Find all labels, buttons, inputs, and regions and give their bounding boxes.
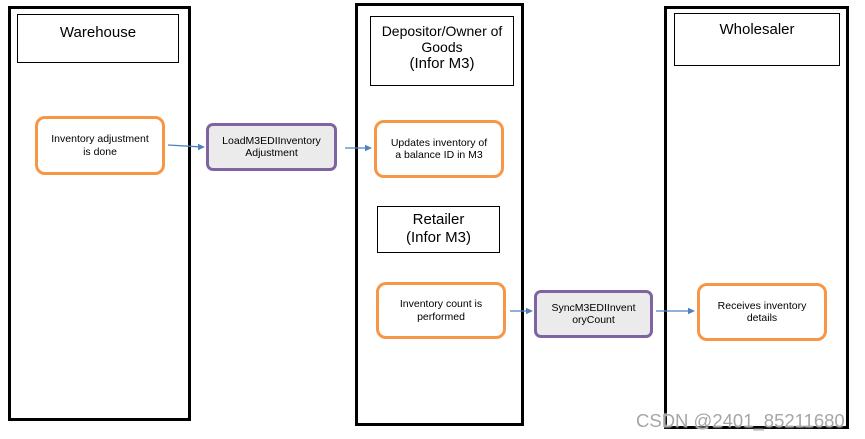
step-text-line: Updates inventory of — [390, 136, 488, 149]
retailer-header-text: Retailer — [412, 211, 465, 228]
wholesaler-lane: Wholesaler Receives inventory details — [664, 6, 849, 429]
step-text-line: performed — [417, 310, 465, 323]
depositor-header-line: Goods — [421, 39, 463, 55]
update-inventory-step: Updates inventory of a balance ID in M3 — [374, 120, 504, 178]
step-text-line: Receives inventory — [717, 299, 807, 312]
arrowhead — [526, 307, 533, 315]
step-text-line: Inventory adjustment — [51, 133, 149, 145]
interface-text-line: SyncM3EDIInvent — [551, 301, 636, 314]
depositor-system-label: (Infor M3) — [409, 55, 475, 72]
load-inventory-adjustment-interface: LoadM3EDIInventory Adjustment — [206, 123, 337, 171]
wholesaler-header-text: Wholesaler — [719, 21, 795, 38]
step-text-line: details — [746, 312, 778, 324]
inventory-adjustment-step: Inventory adjustment is done — [35, 116, 165, 175]
inventory-count-step: Inventory count is performed — [376, 282, 506, 339]
depositor-header-line: Depositor/Owner of — [381, 23, 503, 39]
wholesaler-header: Wholesaler — [674, 13, 840, 66]
warehouse-lane: Warehouse Inventory adjustment is done — [8, 6, 191, 421]
watermark: CSDN @2401_85211680 — [636, 410, 845, 431]
arrowhead — [198, 143, 205, 151]
depositor-lane: Depositor/Owner of Goods (Infor M3) Upda… — [355, 3, 524, 426]
warehouse-header: Warehouse — [17, 14, 179, 63]
depositor-header: Depositor/Owner of Goods (Infor M3) — [370, 16, 514, 86]
interface-text-line: Adjustment — [245, 147, 298, 159]
warehouse-header-text: Warehouse — [59, 24, 137, 41]
step-text-line: is done — [83, 145, 117, 158]
retailer-header: Retailer (Infor M3) — [377, 206, 500, 253]
step-text-line: a balance ID in M3 — [395, 149, 483, 161]
interface-text-line: oryCount — [572, 314, 615, 326]
sync-inventory-count-interface: SyncM3EDIInvent oryCount — [534, 290, 653, 338]
interface-text-line: LoadM3EDIInventory — [222, 134, 321, 147]
receive-inventory-step: Receives inventory details — [697, 283, 827, 341]
retailer-system-label: (Infor M3) — [405, 229, 471, 246]
step-text-line: Inventory count is — [399, 298, 483, 310]
